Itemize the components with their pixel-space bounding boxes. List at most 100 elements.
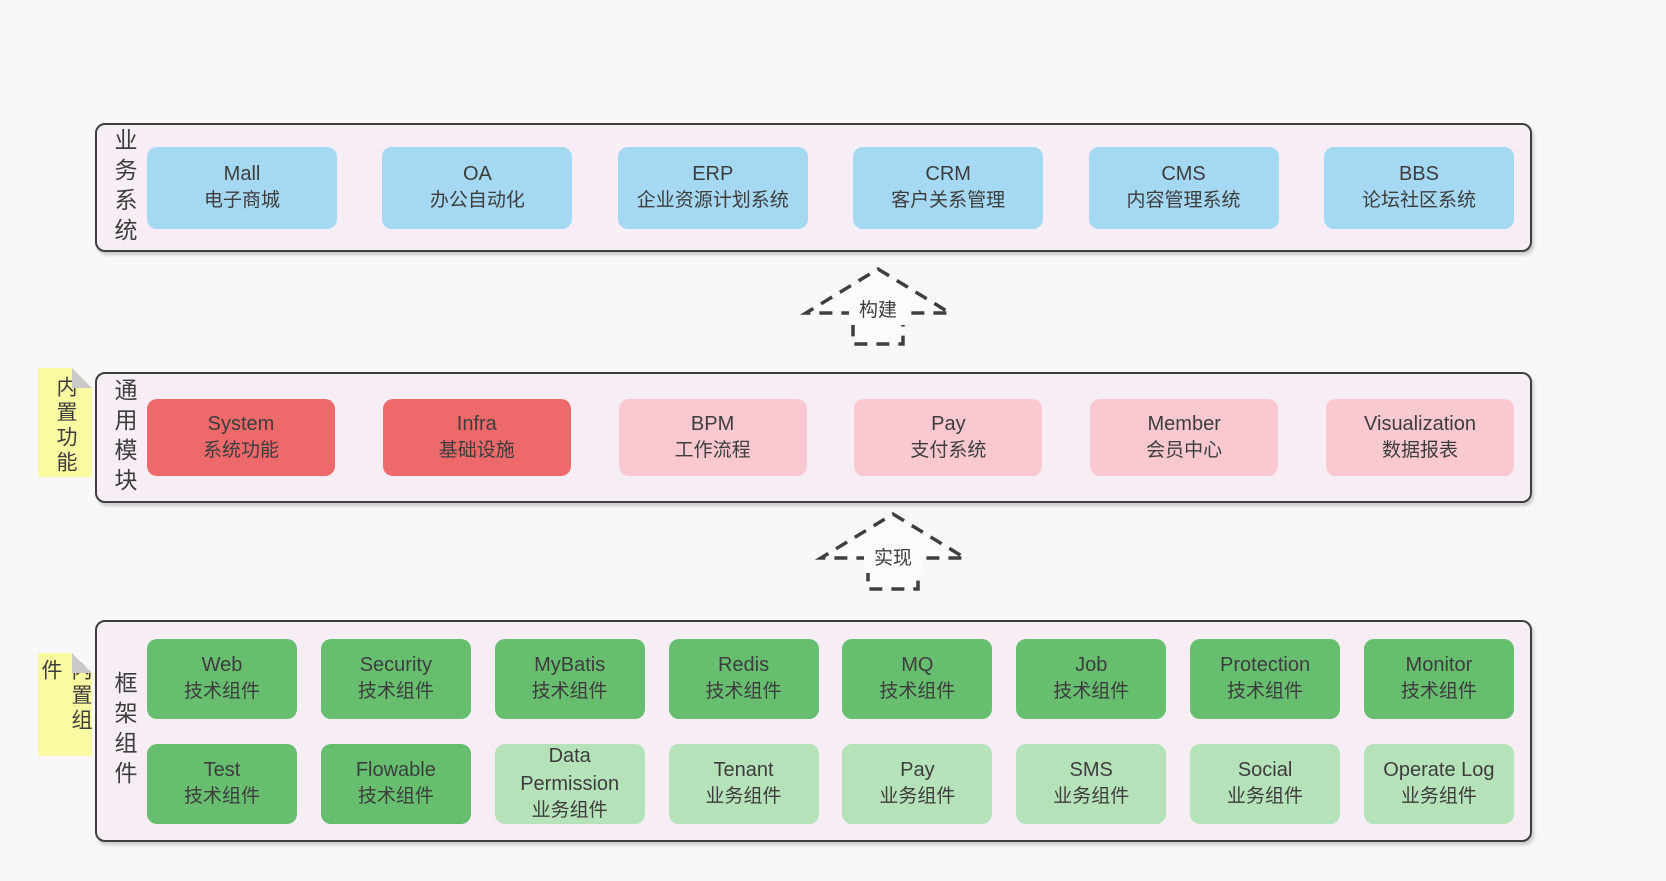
box-subtitle: 技术组件 (1400, 681, 1477, 703)
box-title: Security (359, 653, 432, 676)
box-title: System (207, 412, 275, 435)
box-subtitle: 论坛社区系统 (1361, 190, 1476, 212)
box-subtitle: 技术组件 (705, 681, 782, 703)
box-title: Tenant (713, 758, 774, 781)
box-subtitle: 业务组件 (1227, 786, 1304, 808)
box-subtitle: 技术组件 (1053, 681, 1130, 703)
box-title: BBS (1398, 162, 1439, 185)
box-title: Social (1237, 758, 1293, 781)
arrow-label: 构建 (849, 291, 907, 325)
component-box-monitor: Monitor 技术组件 (1363, 638, 1514, 719)
box-subtitle: 会员中心 (1146, 440, 1223, 462)
band-business-systems: 业务系统 Mall 电子商城 OA 办公自动化 ERP 企业资源计划系统 CRM 客户关系管理… (95, 123, 1532, 252)
band-label: 框架组件 (111, 671, 137, 791)
band-box-grid: System 系统功能 Infra 基础设施 BPM 工作流程 Pay 支付系统 Member 会… (147, 374, 1514, 501)
box-title: Mall (223, 162, 261, 185)
component-box-flowable: Flowable 技术组件 (320, 743, 471, 824)
component-box-visualization: Visualization 数据报表 (1325, 399, 1514, 476)
component-box-security: Security 技术组件 (320, 638, 471, 719)
component-box-social: Social 业务组件 (1190, 743, 1341, 824)
box-title: Protection (1220, 653, 1311, 676)
box-title: Job (1075, 653, 1108, 676)
box-subtitle: 技术组件 (357, 681, 434, 703)
box-subtitle: 技术组件 (183, 681, 260, 703)
component-box-system: System 系统功能 (147, 399, 335, 476)
note-label: 内置功能 (54, 375, 77, 476)
band-label: 业务系统 (111, 127, 137, 248)
box-subtitle: 技术组件 (357, 786, 434, 808)
box-title: CMS (1161, 162, 1206, 185)
box-title: Monitor (1405, 653, 1473, 676)
box-title: Data Permission (520, 744, 620, 796)
box-subtitle: 业务组件 (879, 786, 956, 808)
component-box-operate-log: Operate Log 业务组件 (1363, 743, 1514, 824)
component-box-bpm: BPM 工作流程 (618, 399, 807, 476)
box-row: Mall 电子商城 OA 办公自动化 ERP 企业资源计划系统 CRM 客户关系管理 CMS 内容… (147, 146, 1514, 229)
component-box-tenant: Tenant 业务组件 (668, 743, 819, 824)
box-subtitle: 基础设施 (438, 440, 515, 462)
box-subtitle: 技术组件 (531, 681, 608, 703)
component-box-job: Job 技术组件 (1016, 638, 1167, 719)
box-subtitle: 业务组件 (705, 786, 782, 808)
box-subtitle: 技术组件 (183, 786, 260, 808)
component-box-redis: Redis 技术组件 (668, 638, 819, 719)
component-box-oa: OA 办公自动化 (382, 146, 573, 229)
box-subtitle: 业务组件 (531, 800, 608, 822)
component-box-protection: Protection 技术组件 (1190, 638, 1341, 719)
box-title: SMS (1069, 758, 1113, 781)
box-subtitle: 电子商城 (203, 190, 280, 212)
component-box-crm: CRM 客户关系管理 (853, 146, 1044, 229)
box-row: System 系统功能 Infra 基础设施 BPM 工作流程 Pay 支付系统 Member 会… (147, 399, 1514, 476)
sticky-note-built-in-features: 内置功能 (38, 368, 92, 477)
component-box-mall: Mall 电子商城 (147, 146, 337, 229)
component-box-pay: Pay 支付系统 (854, 399, 1043, 476)
box-title: OA (462, 162, 492, 185)
box-subtitle: 支付系统 (910, 440, 987, 462)
component-box-mybatis: MyBatis 技术组件 (494, 638, 645, 719)
arrow-label: 实现 (864, 539, 922, 573)
box-title: Redis (717, 653, 770, 676)
component-box-infra: Infra 基础设施 (382, 399, 571, 476)
band-label: 通用模块 (111, 377, 137, 498)
component-box-data-permission: Data Permission 业务组件 (494, 743, 645, 824)
box-subtitle: 企业资源计划系统 (636, 190, 789, 212)
component-box-member: Member 会员中心 (1090, 399, 1279, 476)
box-title: MyBatis (534, 653, 606, 676)
box-title: ERP (692, 162, 734, 185)
component-box-cms: CMS 内容管理系统 (1088, 146, 1279, 229)
box-subtitle: 工作流程 (674, 440, 751, 462)
box-subtitle: 数据报表 (1381, 440, 1458, 462)
band-common-modules: 通用模块 System 系统功能 Infra 基础设施 BPM 工作流程 Pay 支付系统 Me… (95, 372, 1532, 503)
box-title: Visualization (1364, 412, 1476, 435)
box-subtitle: 业务组件 (1053, 786, 1130, 808)
box-subtitle: 内容管理系统 (1126, 190, 1241, 212)
box-subtitle: 办公自动化 (429, 190, 525, 212)
box-title: Flowable (355, 758, 436, 781)
box-subtitle: 系统功能 (202, 440, 279, 462)
folded-corner-icon (72, 653, 92, 673)
box-title: MQ (901, 653, 934, 676)
sticky-note-built-in-components: 内置组件 (38, 653, 92, 756)
box-subtitle: 技术组件 (1227, 681, 1304, 703)
component-box-erp: ERP 企业资源计划系统 (617, 146, 808, 229)
box-title: BPM (690, 412, 735, 435)
box-title: Test (203, 758, 241, 781)
box-subtitle: 客户关系管理 (891, 190, 1006, 212)
box-subtitle: 业务组件 (1400, 786, 1477, 808)
box-title: Pay (931, 412, 966, 435)
folded-corner-icon (72, 368, 92, 388)
box-subtitle: 技术组件 (879, 681, 956, 703)
box-title: Operate Log (1383, 758, 1495, 781)
box-title: Infra (456, 412, 497, 435)
component-box-test: Test 技术组件 (147, 743, 297, 824)
box-title: Pay (900, 758, 935, 781)
component-box-sms: SMS 业务组件 (1016, 743, 1167, 824)
band-box-grid: Mall 电子商城 OA 办公自动化 ERP 企业资源计划系统 CRM 客户关系管理 CMS 内容… (147, 125, 1514, 250)
box-title: Member (1147, 412, 1221, 435)
box-title: CRM (925, 162, 971, 185)
